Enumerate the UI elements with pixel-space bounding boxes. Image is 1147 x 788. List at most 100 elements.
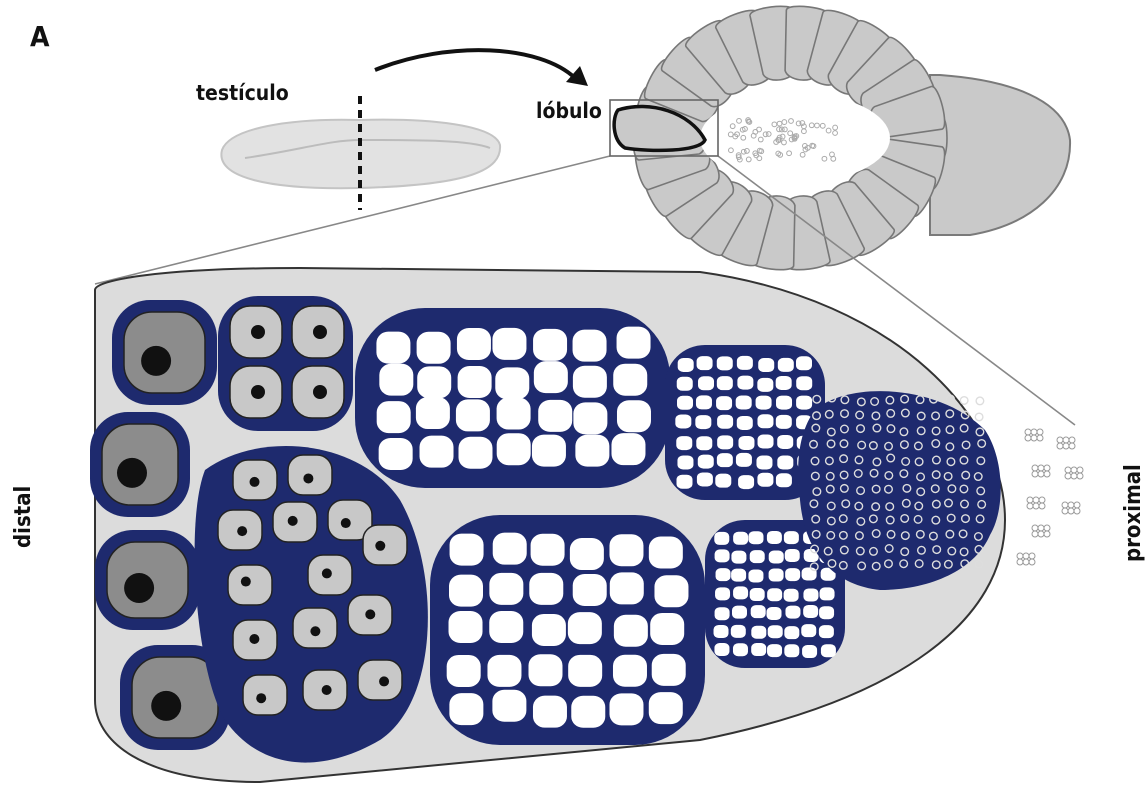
- spermatozoon: [1038, 525, 1044, 531]
- spermatozoon: [1025, 429, 1031, 435]
- spermatid-cell: [803, 588, 818, 601]
- spermatozoon: [1023, 553, 1029, 559]
- spermatozoon: [1044, 525, 1050, 531]
- spermatid-cell: [417, 332, 451, 364]
- spermatozoon: [1027, 497, 1033, 503]
- spermatid-cell: [696, 395, 712, 409]
- spermatid-cell: [457, 328, 491, 360]
- spermatozoon: [1031, 429, 1037, 435]
- nucleus: [241, 577, 251, 587]
- spermatozoon: [1074, 502, 1080, 508]
- spermatozoon: [1044, 471, 1050, 477]
- nucleus: [341, 518, 351, 528]
- spermatid-cell: [568, 655, 602, 687]
- spermatozoon: [1037, 435, 1043, 441]
- spermatid-cell: [654, 575, 688, 607]
- spermatozoon: [960, 397, 968, 405]
- spermatid-cell: [733, 643, 748, 656]
- spermatid-cell: [573, 402, 607, 434]
- spermatozoon: [1062, 502, 1068, 508]
- spermatid-cell: [748, 531, 763, 544]
- spermatid-cell: [533, 329, 567, 361]
- spermatid-cell: [778, 358, 794, 372]
- spermatid-cell: [736, 396, 752, 410]
- spermatid-cell: [614, 615, 648, 647]
- spermatid-cell: [649, 537, 683, 569]
- spermatid-cell: [767, 607, 782, 620]
- spermatozoon: [1063, 437, 1069, 443]
- spermatozoon: [1032, 465, 1038, 471]
- spermatozoon: [1032, 531, 1038, 537]
- spermatid-cell: [777, 435, 793, 449]
- spermatid-cell: [796, 376, 812, 390]
- spermatid-cell: [784, 531, 799, 544]
- testis-cross-section: [614, 4, 1070, 271]
- spermatid-cell: [677, 377, 693, 391]
- arrow-head-icon: [566, 66, 588, 86]
- spermatid-cell: [769, 551, 784, 564]
- spermatid-cell: [573, 330, 607, 362]
- spermatid-cell: [489, 573, 523, 605]
- arrow-testis-to-lobule: [375, 50, 575, 78]
- spermatozoon: [1029, 553, 1035, 559]
- spermatid-cell: [738, 475, 754, 489]
- spermatid-cell: [450, 534, 484, 566]
- spermatozoon: [1068, 508, 1074, 514]
- spermatid-cell: [736, 453, 752, 467]
- spermatid-cell: [769, 569, 784, 582]
- spermatid-cell: [531, 534, 565, 566]
- spermatid-cell: [733, 586, 748, 599]
- spermatid-cell: [675, 414, 691, 428]
- spermatozoon: [1077, 467, 1083, 473]
- nucleus: [313, 325, 327, 339]
- spermatid-cell: [785, 606, 800, 619]
- lobule-label: lóbulo: [536, 99, 602, 123]
- spermatid-cell: [767, 644, 782, 657]
- spermatid-cell: [819, 606, 834, 619]
- spermatid-cell: [420, 436, 454, 468]
- spermatid-cell: [533, 696, 567, 728]
- spermatid-cell: [758, 435, 774, 449]
- spermatid-cell: [492, 690, 526, 722]
- spermatid-cell: [758, 358, 774, 372]
- spermatid-cell: [732, 606, 747, 619]
- spermatid-cell: [820, 587, 835, 600]
- spermatocyte-cell: [228, 565, 272, 605]
- spermatid-cell: [751, 626, 766, 639]
- spermatid-cell: [717, 453, 733, 467]
- nucleus: [124, 573, 154, 603]
- spermatid-cell: [575, 435, 609, 467]
- spermatozoon: [1023, 559, 1029, 565]
- spermatid-cell: [609, 534, 643, 566]
- spermatid-cell: [796, 356, 812, 370]
- spermatid-cell: [528, 654, 562, 686]
- nucleus: [365, 609, 375, 619]
- spermatid-cell: [532, 435, 566, 467]
- spermatid-cell: [379, 438, 413, 470]
- spermatid-cell: [750, 588, 765, 601]
- spermatid-cell: [610, 572, 644, 604]
- spermatid-cell: [717, 356, 733, 370]
- spermatid-cell: [449, 575, 483, 607]
- spermatozoon: [1031, 435, 1037, 441]
- spermatid-cell: [379, 364, 413, 396]
- nucleus: [237, 526, 247, 536]
- spermatid-cell: [784, 589, 799, 602]
- spermatid-cell: [458, 366, 492, 398]
- spermatid-cell: [751, 643, 766, 656]
- nucleus: [117, 458, 147, 488]
- spermatozoon: [1027, 503, 1033, 509]
- spermatid-cell: [497, 398, 531, 430]
- spermatid-cell: [697, 356, 713, 370]
- spermatid-cell: [376, 332, 410, 364]
- spermatid-cell: [447, 655, 481, 687]
- spermatid-cell: [717, 376, 733, 390]
- spermatid-cell: [568, 612, 602, 644]
- spermatozoon: [976, 397, 984, 405]
- spermatozoon: [1039, 503, 1045, 509]
- spermatid-cell: [785, 568, 800, 581]
- nucleus: [250, 477, 260, 487]
- spermatid-cell: [757, 378, 773, 392]
- nucleus: [251, 325, 265, 339]
- spermatid-cell: [714, 625, 729, 638]
